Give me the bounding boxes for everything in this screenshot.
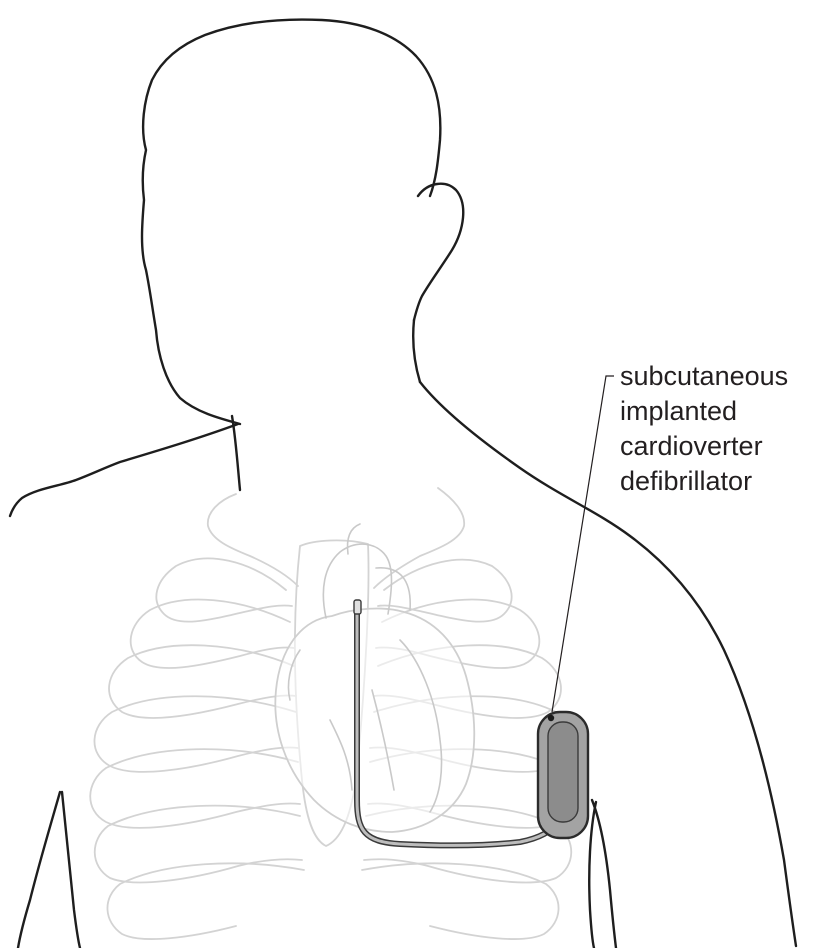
left-arm-inner: [62, 792, 80, 948]
neck-right: [413, 320, 420, 382]
device-label: subcutaneous implanted cardioverter defi…: [620, 361, 788, 496]
heart: [275, 524, 474, 832]
left-arm-edge: [18, 792, 60, 948]
label-line-4: defibrillator: [620, 466, 752, 496]
head-outline: [142, 20, 440, 424]
clavicle-left: [208, 494, 298, 586]
lead-tip: [354, 600, 361, 614]
right-arm-fold: [589, 802, 596, 948]
rib-left-3: [109, 645, 296, 718]
neck-left: [232, 416, 240, 490]
vessel-b: [348, 524, 361, 554]
vessel-a: [376, 568, 410, 610]
device-face: [548, 722, 578, 822]
label-leader-line: [552, 376, 614, 712]
ear-outline: [414, 184, 463, 320]
rib-left-6: [95, 806, 302, 883]
label-line-2: implanted: [620, 396, 737, 426]
pulse-generator: [538, 712, 588, 838]
rib-left-5: [90, 749, 300, 828]
label-line-3: cardioverter: [620, 431, 763, 461]
rib-left-1: [156, 558, 292, 621]
right-arm-inner: [592, 800, 616, 948]
label-line-1: subcutaneous: [620, 361, 788, 391]
left-shoulder: [10, 424, 238, 516]
clavicle-right: [374, 488, 464, 588]
device-dot: [548, 715, 554, 721]
